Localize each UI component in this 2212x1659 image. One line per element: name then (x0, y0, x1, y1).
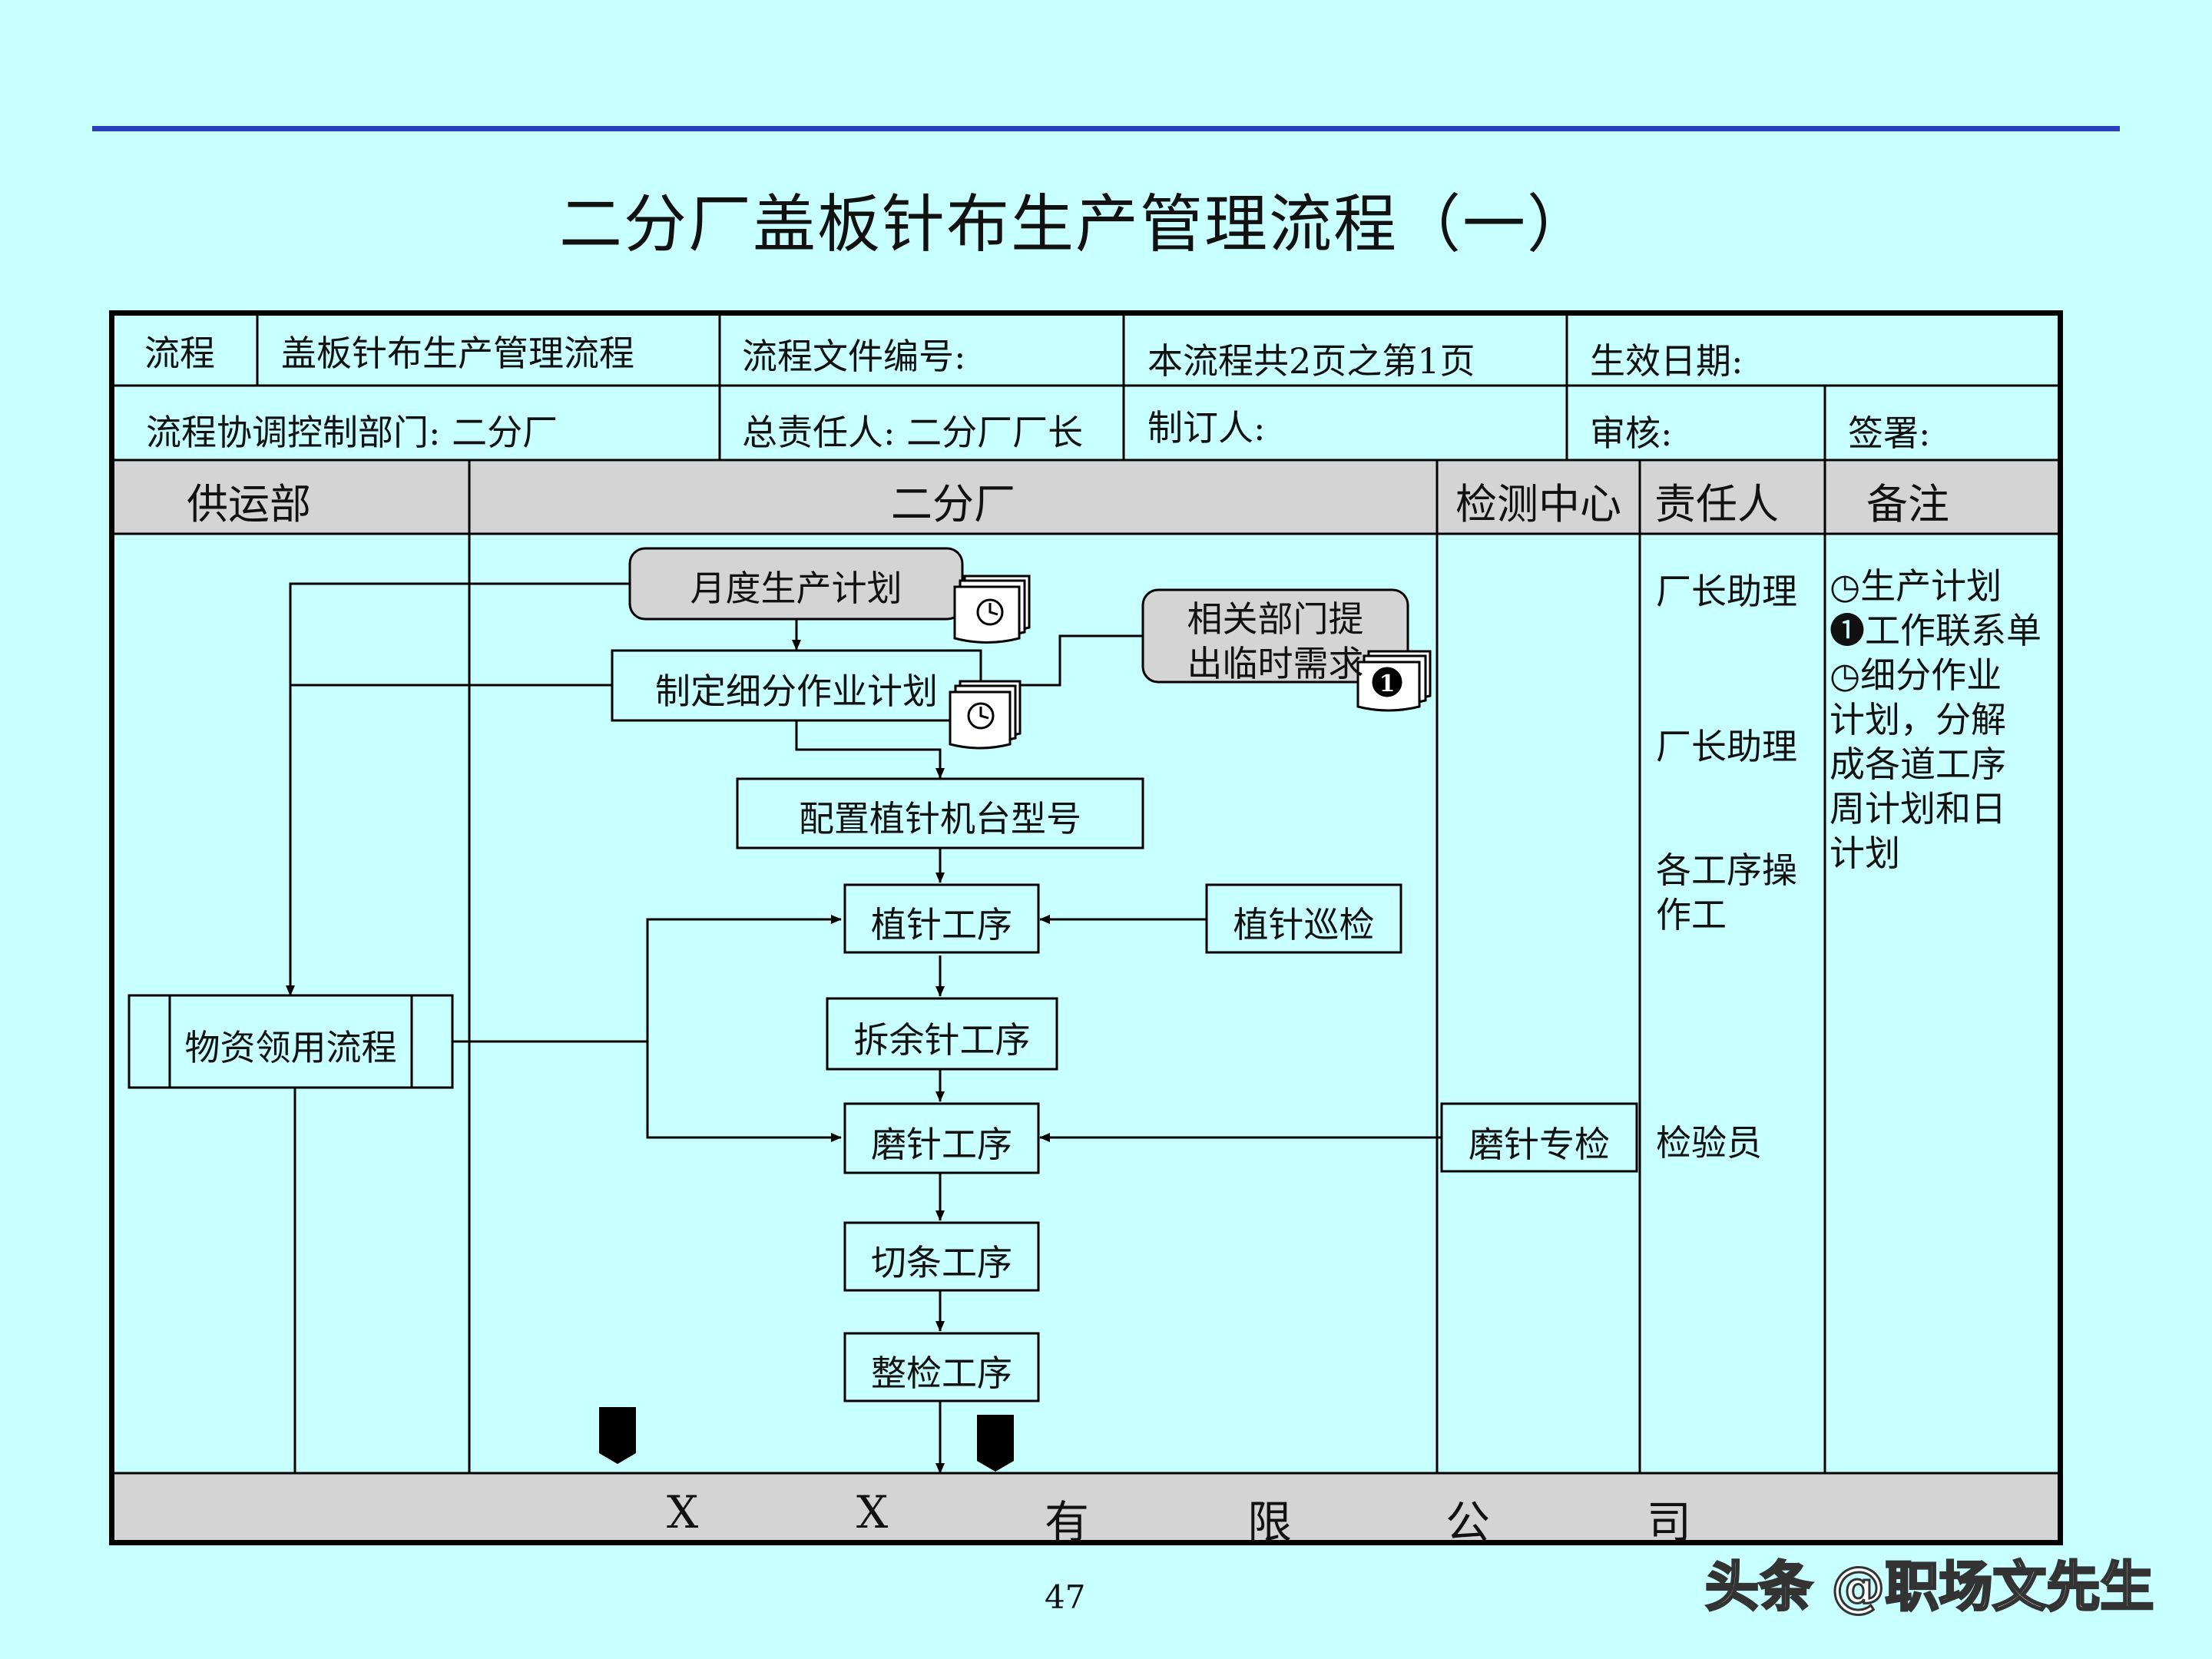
number-one-icon: ❶ (1830, 610, 1865, 651)
clock-icon: ◷ (1830, 654, 1861, 696)
control-dept-label: 流程协调控制部门: 二分厂 (146, 412, 558, 453)
responsible-4: 检验员 (1656, 1122, 1762, 1164)
remark-line-5: 成各道工序 (1830, 743, 2006, 785)
final-check-node (843, 1332, 1040, 1402)
review-label: 审核: (1590, 412, 1673, 454)
temp-demand-label-2: 出临时需求 (1187, 643, 1364, 684)
svg-text:1: 1 (1379, 671, 1396, 697)
remark-line-4: 计划，分解 (1830, 699, 2006, 740)
material-flow-node (127, 994, 454, 1089)
company-char-1: X (667, 1486, 699, 1538)
flow-nodes (127, 547, 1638, 1402)
page-title: 二分厂盖板针布生产管理流程（一） (558, 188, 1591, 261)
work-order-icon: 1 (1356, 650, 1432, 712)
remark-line-1: ◷生产计划 (1830, 565, 2002, 607)
remark-line-3: ◷细分作业 (1830, 654, 2002, 696)
planting-patrol-node (1205, 883, 1402, 954)
planting-node (843, 883, 1040, 954)
doc-number-label: 流程文件编号: (742, 336, 966, 377)
pages-label: 本流程共2页之第1页 (1147, 340, 1475, 382)
detail-plan-node (611, 649, 982, 722)
final-check-label: 整检工序 (871, 1353, 1012, 1394)
company-char-3: 有 (1045, 1496, 1090, 1548)
flow-connectors (286, 582, 1442, 1474)
config-machine-label: 配置植针机台型号 (799, 798, 1081, 839)
grinding-inspect-label: 磨针专检 (1469, 1124, 1610, 1165)
material-flow-label: 物资领用流程 (184, 1027, 397, 1068)
company-char-6: 司 (1647, 1496, 1692, 1548)
clock-icon: ◷ (1830, 565, 1861, 607)
grinding-label: 磨针工序 (871, 1124, 1012, 1165)
remark-line-7: 计划 (1830, 833, 1900, 874)
monthly-plan-label: 月度生产计划 (690, 568, 902, 609)
company-char-4: 限 (1247, 1496, 1293, 1548)
temp-demand-node (1141, 588, 1409, 684)
top-divider-line (92, 126, 2120, 131)
lane-supply: 供运部 (187, 480, 311, 528)
maker-label: 制订人: (1147, 407, 1266, 449)
remarks-text: ◷生产计划 ❶工作联系单 ◷细分作业 计划，分解 成各道工序 周计划和日 计划 (1830, 564, 2041, 876)
page-number: 47 (1045, 1578, 1086, 1616)
lane-responsible: 责任人 (1654, 480, 1779, 528)
sign-label: 签署: (1848, 412, 1931, 454)
remark-line-6: 周计划和日 (1830, 788, 2006, 830)
remove-excess-node (826, 997, 1058, 1071)
effective-date-label: 生效日期: (1590, 340, 1743, 382)
owner-label: 总责任人: 二分厂厂长 (742, 412, 1084, 453)
responsible-2: 厂长助理 (1656, 726, 1797, 767)
off-page-connector-icon (599, 1407, 636, 1464)
remark-line-2: ❶工作联系单 (1830, 610, 2041, 651)
watermark: 头条 @职场文先生 (1704, 1555, 2154, 1620)
lane-second-factory: 二分厂 (891, 480, 1015, 528)
responsible-1: 厂长助理 (1656, 571, 1797, 612)
document-stack-icon (953, 575, 1031, 644)
off-page-connector-icon (977, 1415, 1014, 1472)
config-machine-node (736, 777, 1144, 849)
process-label: 流程 (144, 333, 215, 374)
cutting-node (843, 1221, 1040, 1292)
temp-demand-label-1: 相关部门提 (1187, 598, 1364, 640)
cutting-label: 切条工序 (871, 1242, 1012, 1283)
table-grid-lines (114, 314, 2058, 1475)
process-table (109, 310, 2063, 1545)
lane-header-band (114, 462, 2058, 533)
planting-patrol-label: 植针巡检 (1233, 904, 1375, 945)
process-name: 盖板针布生产管理流程 (281, 333, 634, 374)
responsible-3: 各工序操作工 (1656, 849, 1797, 935)
grinding-node (843, 1102, 1040, 1174)
document-stack-icon (949, 680, 1022, 750)
remove-excess-label: 拆余针工序 (853, 1019, 1031, 1061)
grinding-inspect-node (1440, 1102, 1638, 1173)
company-char-5: 公 (1445, 1496, 1491, 1548)
lane-remarks: 备注 (1866, 480, 1949, 528)
detail-plan-label: 制定细分作业计划 (655, 671, 938, 712)
planting-label: 植针工序 (871, 904, 1012, 945)
company-char-2: X (856, 1486, 889, 1538)
lane-inspection-center: 检测中心 (1455, 480, 1621, 528)
company-footer-band (114, 1473, 2058, 1540)
